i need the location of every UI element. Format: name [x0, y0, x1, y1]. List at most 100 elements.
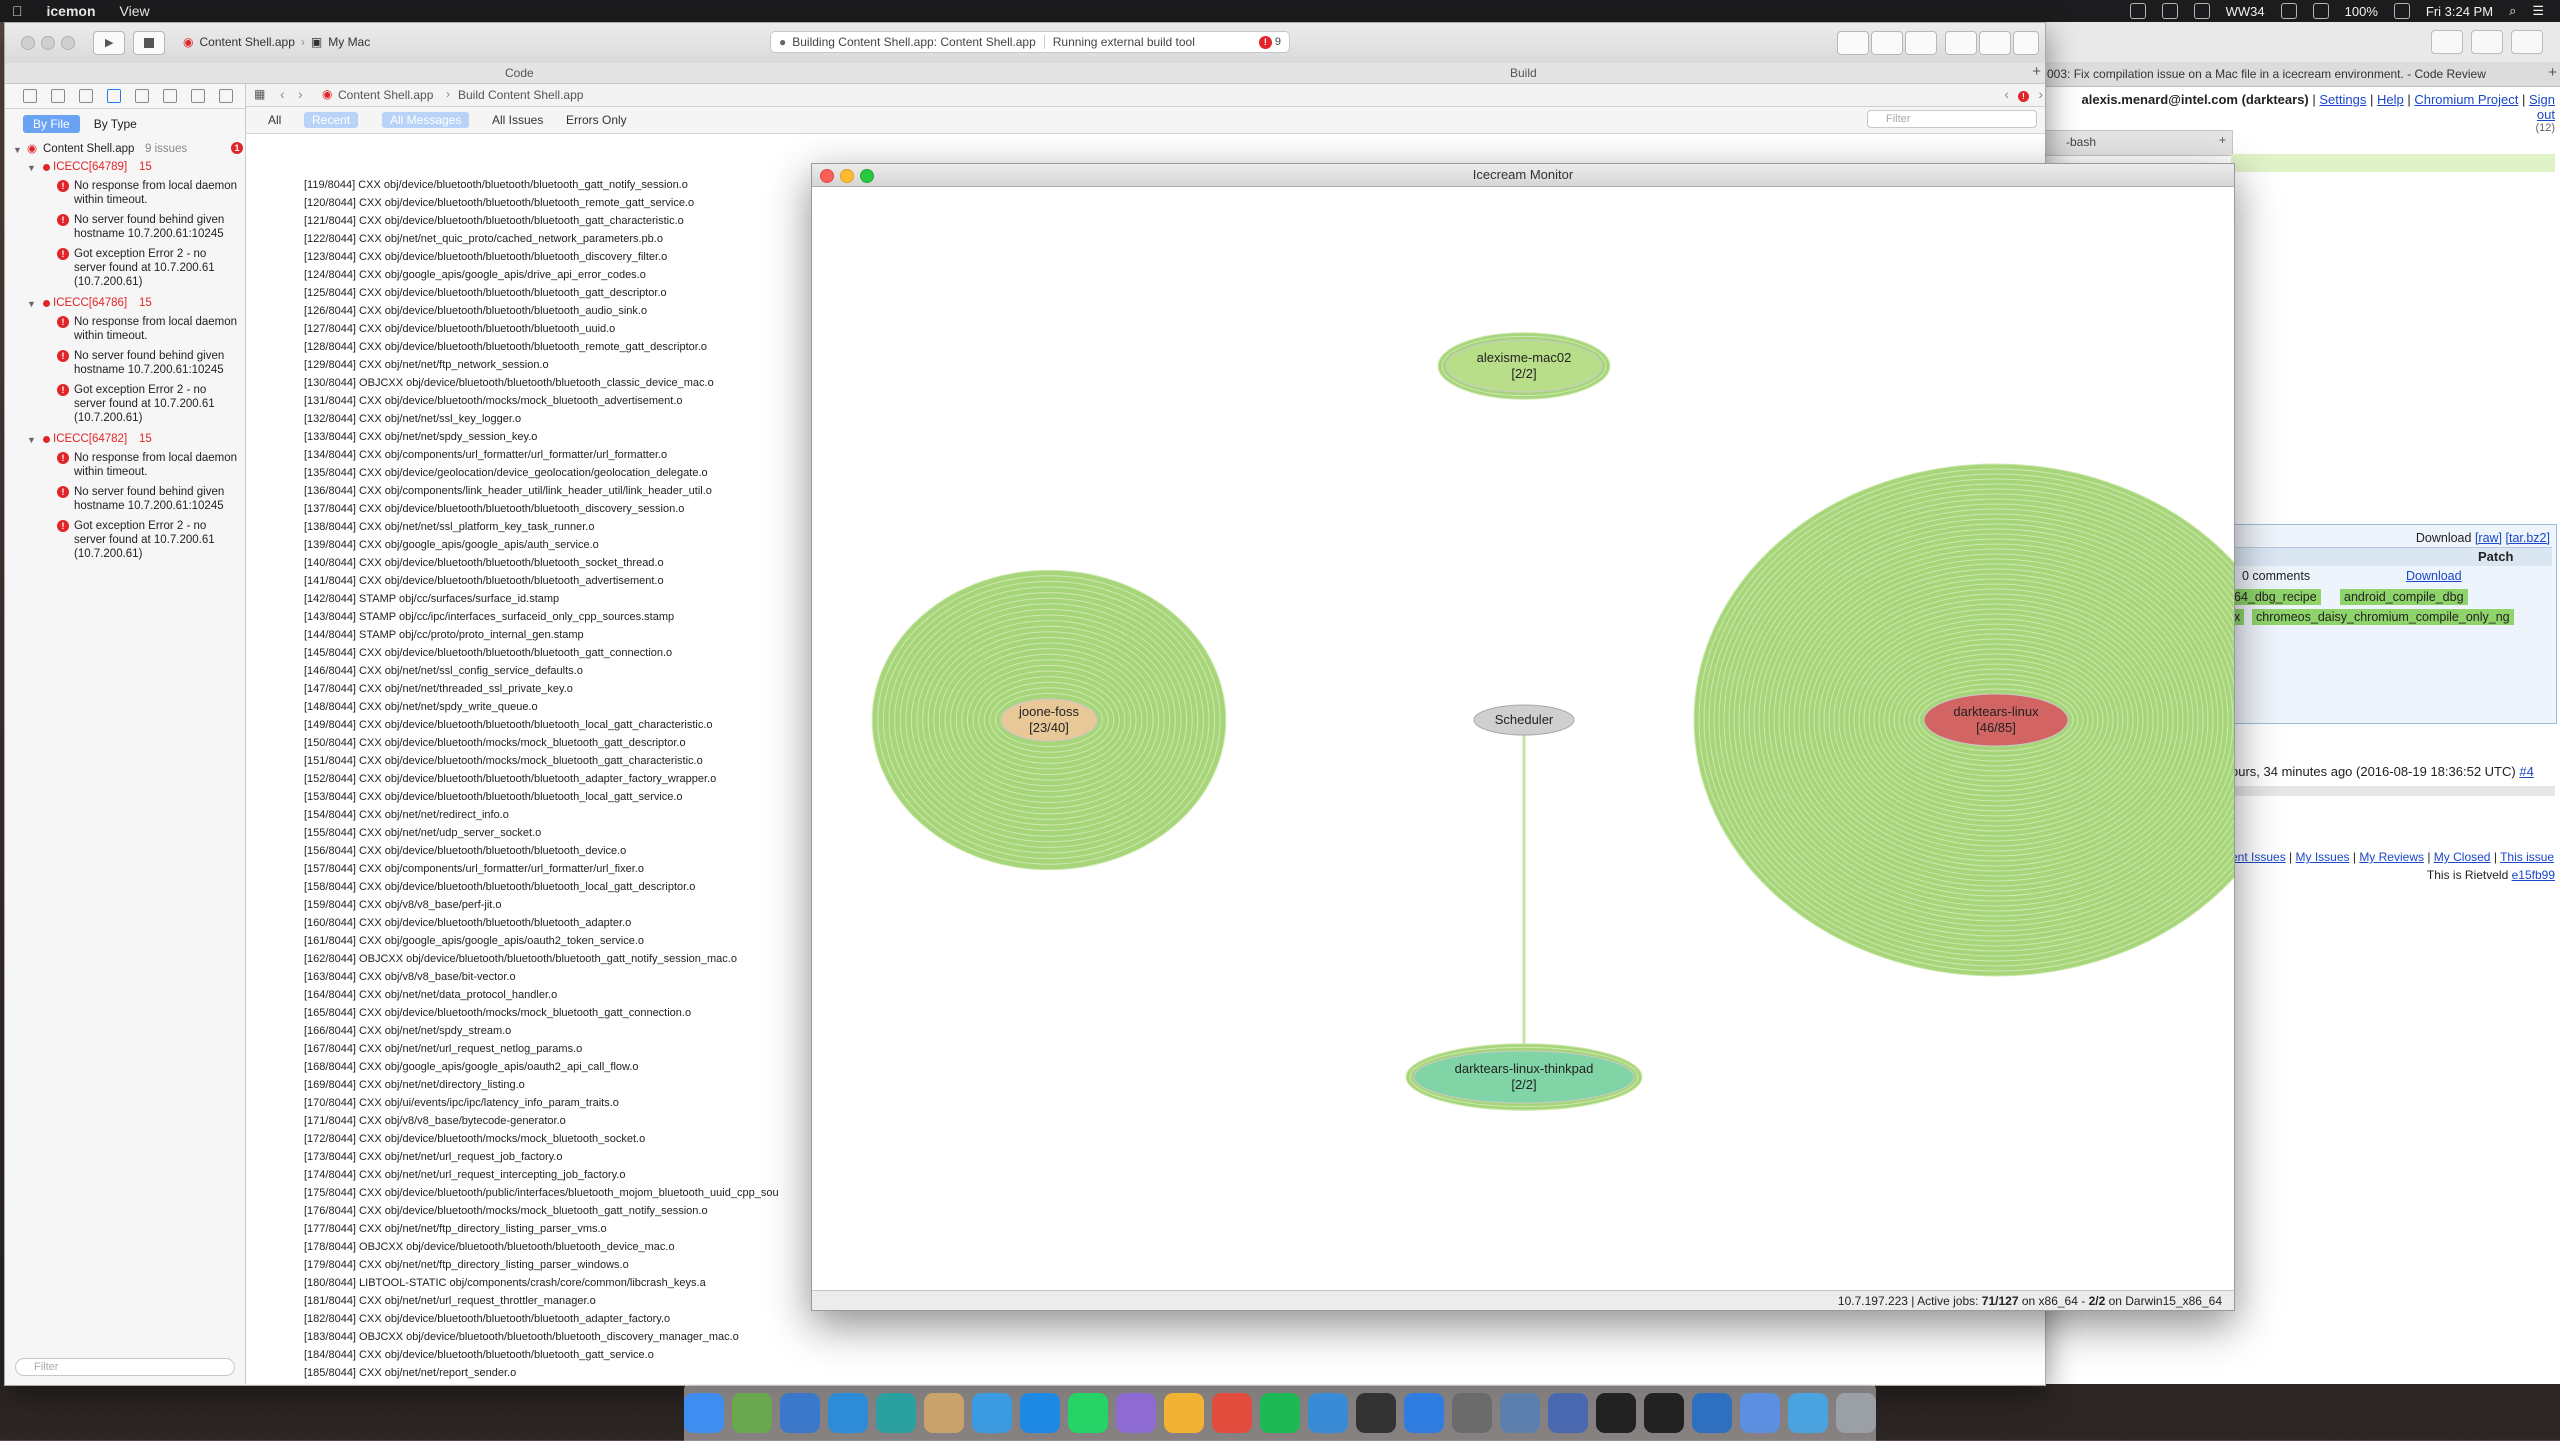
raw-link[interactable]: [raw]	[2474, 531, 2503, 545]
close-button[interactable]	[820, 169, 834, 183]
tabs-icon[interactable]	[2511, 30, 2543, 54]
host-node[interactable]	[871, 569, 1227, 871]
sign-out-link[interactable]: Sign out	[2528, 92, 2555, 122]
bot-badge[interactable]: 64_dbg_recipe	[2230, 589, 2321, 605]
filter-all-messages[interactable]: All Messages	[382, 112, 470, 128]
issue-indicator-icon[interactable]: !	[2018, 88, 2029, 102]
terminal-tab-title[interactable]: -bash	[2066, 135, 2097, 149]
filter-recent[interactable]: Recent	[304, 112, 359, 128]
download-icon[interactable]	[2431, 30, 2463, 54]
stop-button[interactable]	[133, 31, 165, 55]
breakpoint-navigator-icon[interactable]	[191, 89, 205, 103]
this-issue-link[interactable]: This issue	[2500, 850, 2555, 864]
tab-build[interactable]: Build	[1510, 66, 1537, 80]
log-filter-input[interactable]: Filter	[1867, 110, 2037, 128]
my-reviews-link[interactable]: My Reviews	[2359, 850, 2424, 864]
issue-group[interactable]: ▼ICECC[64789]15	[5, 159, 245, 175]
app-icon[interactable]	[1164, 1393, 1204, 1433]
filter-all[interactable]: All	[268, 113, 282, 127]
issue-group[interactable]: ▼ICECC[64782]15	[5, 431, 245, 447]
standard-editor-button[interactable]	[1837, 31, 1869, 55]
app-icon[interactable]	[876, 1393, 916, 1433]
whatsapp-icon[interactable]	[1068, 1393, 1108, 1433]
finder-icon[interactable]	[684, 1393, 724, 1433]
spotlight-icon[interactable]: ⌕	[2509, 3, 2517, 18]
host-node[interactable]	[1437, 332, 1611, 400]
footer-link[interactable]: ent Issues	[2231, 850, 2286, 864]
utilities-toggle-button[interactable]	[2013, 31, 2039, 55]
assistant-editor-button[interactable]	[1871, 31, 1903, 55]
chat-icon[interactable]	[972, 1393, 1012, 1433]
error-icon[interactable]: !	[1258, 35, 1272, 49]
box-icon[interactable]	[924, 1393, 964, 1433]
status-icon[interactable]	[2193, 3, 2210, 19]
status-icon[interactable]	[2161, 3, 2178, 19]
help-link[interactable]: Help	[2376, 92, 2404, 107]
test-navigator-icon[interactable]	[135, 89, 149, 103]
by-type-button[interactable]: By Type	[93, 117, 137, 131]
skype-icon[interactable]	[1020, 1393, 1060, 1433]
volume-icon[interactable]	[2280, 3, 2297, 19]
host-node[interactable]	[1405, 1043, 1643, 1111]
minimize-button[interactable]	[41, 36, 55, 50]
battery-percent[interactable]: 100%	[2344, 3, 2378, 19]
jumpbar-item[interactable]: Build Content Shell.app	[458, 88, 584, 102]
preview-icon[interactable]	[780, 1393, 820, 1433]
image-icon[interactable]	[1500, 1393, 1540, 1433]
folder-icon[interactable]	[1788, 1393, 1828, 1433]
podcast-icon[interactable]	[1116, 1393, 1156, 1433]
calendar-icon[interactable]	[1212, 1393, 1252, 1433]
next-issue-icon[interactable]: ›	[2038, 86, 2043, 102]
debug-area-toggle-button[interactable]	[1979, 31, 2011, 55]
report-navigator-icon[interactable]	[219, 89, 233, 103]
wifi-icon[interactable]	[2312, 3, 2329, 19]
app-icon[interactable]	[1740, 1393, 1780, 1433]
rietveld-version-link[interactable]: e15fb99	[2511, 868, 2555, 882]
tab-code[interactable]: Code	[505, 66, 534, 80]
trash-icon[interactable]	[1836, 1393, 1876, 1433]
filter-all-issues[interactable]: All Issues	[492, 113, 544, 127]
chromium-project-link[interactable]: Chromium Project	[2414, 92, 2519, 107]
disclosure-triangle-icon[interactable]: ▼	[27, 435, 36, 445]
visual-studio-code-icon[interactable]	[1692, 1393, 1732, 1433]
by-file-button[interactable]: By File	[23, 115, 80, 133]
jumpbar-project[interactable]: Content Shell.app	[338, 88, 434, 102]
app-icon[interactable]	[1548, 1393, 1588, 1433]
bot-badge[interactable]: android_compile_dbg	[2340, 589, 2468, 605]
forward-icon[interactable]: ›	[298, 86, 303, 102]
battery-icon[interactable]	[2393, 3, 2410, 19]
browser-icon[interactable]	[732, 1393, 772, 1433]
status-icon[interactable]	[2129, 3, 2146, 19]
previous-issue-icon[interactable]: ‹	[2004, 86, 2009, 102]
app-store-icon[interactable]	[1404, 1393, 1444, 1433]
app-menu[interactable]: icemon	[36, 3, 96, 19]
bot-badge[interactable]: chromeos_daisy_chromium_compile_only_ng	[2252, 609, 2514, 625]
navigator-filter-input[interactable]: Filter	[15, 1358, 235, 1376]
new-tab-icon[interactable]: +	[2548, 64, 2557, 81]
filter-errors-only[interactable]: Errors Only	[566, 113, 627, 127]
xcode-icon[interactable]	[1308, 1393, 1348, 1433]
related-items-icon[interactable]: ▦	[254, 87, 266, 101]
close-button[interactable]	[21, 36, 35, 50]
activity-view[interactable]: ● Building Content Shell.app: Content Sh…	[770, 31, 1290, 53]
system-preferences-icon[interactable]	[1452, 1393, 1492, 1433]
debug-navigator-icon[interactable]	[163, 89, 177, 103]
symbol-navigator-icon[interactable]	[51, 89, 65, 103]
terminal-icon[interactable]	[1356, 1393, 1396, 1433]
zoom-button[interactable]	[61, 36, 75, 50]
version-editor-button[interactable]	[1905, 31, 1937, 55]
notification-center-icon[interactable]: ☰	[2532, 3, 2544, 18]
my-issues-link[interactable]: My Issues	[2295, 850, 2350, 864]
zoom-button[interactable]	[860, 169, 874, 183]
clock[interactable]: Fri 3:24 PM	[2425, 3, 2494, 19]
share-icon[interactable]	[2471, 30, 2503, 54]
find-navigator-icon[interactable]	[79, 89, 93, 103]
week-indicator[interactable]: WW34	[2225, 3, 2265, 19]
browser-tab[interactable]: 003: Fix compilation issue on a Mac file…	[2041, 62, 2560, 87]
activity-monitor-icon[interactable]	[1596, 1393, 1636, 1433]
disclosure-triangle-icon[interactable]: ▼	[27, 299, 36, 309]
my-closed-link[interactable]: My Closed	[2433, 850, 2491, 864]
new-tab-icon[interactable]: +	[2032, 63, 2041, 80]
scheduler-node[interactable]	[1473, 704, 1575, 736]
